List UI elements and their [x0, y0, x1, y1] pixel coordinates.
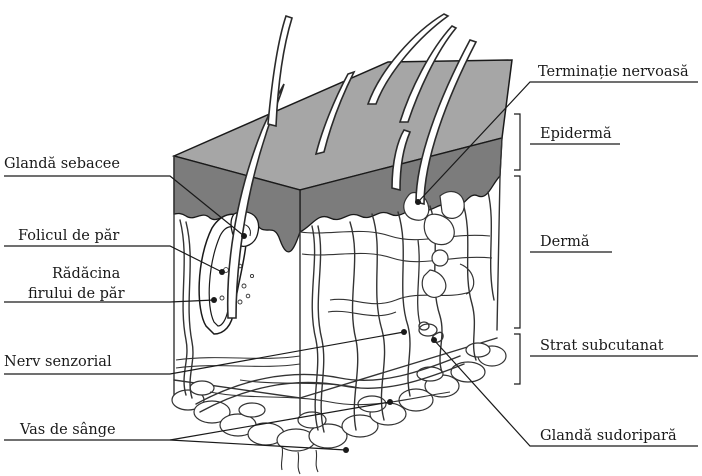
label-hair-root-line2: firului de păr — [28, 286, 125, 302]
label-dermis: Dermă — [540, 234, 590, 250]
label-sensory-nerve: Nerv senzorial — [4, 354, 112, 370]
nerve-ending-cluster — [404, 192, 474, 298]
label-sweat-gland: Glandă sudoripară — [540, 428, 677, 444]
label-nerve-ending: Terminație nervoasă — [538, 64, 689, 80]
subcutaneous-fat — [172, 343, 506, 451]
label-hair-root-line1: Rădăcina — [52, 266, 121, 282]
label-blood-vessel: Vas de sânge — [19, 422, 116, 438]
label-epidermis: Epidermă — [540, 126, 612, 142]
label-subcutaneous: Strat subcutanat — [540, 338, 664, 354]
layer-brackets — [514, 114, 520, 384]
label-sebaceous-gland: Glandă sebacee — [4, 156, 120, 172]
label-hair-follicle: Folicul de păr — [18, 228, 119, 244]
